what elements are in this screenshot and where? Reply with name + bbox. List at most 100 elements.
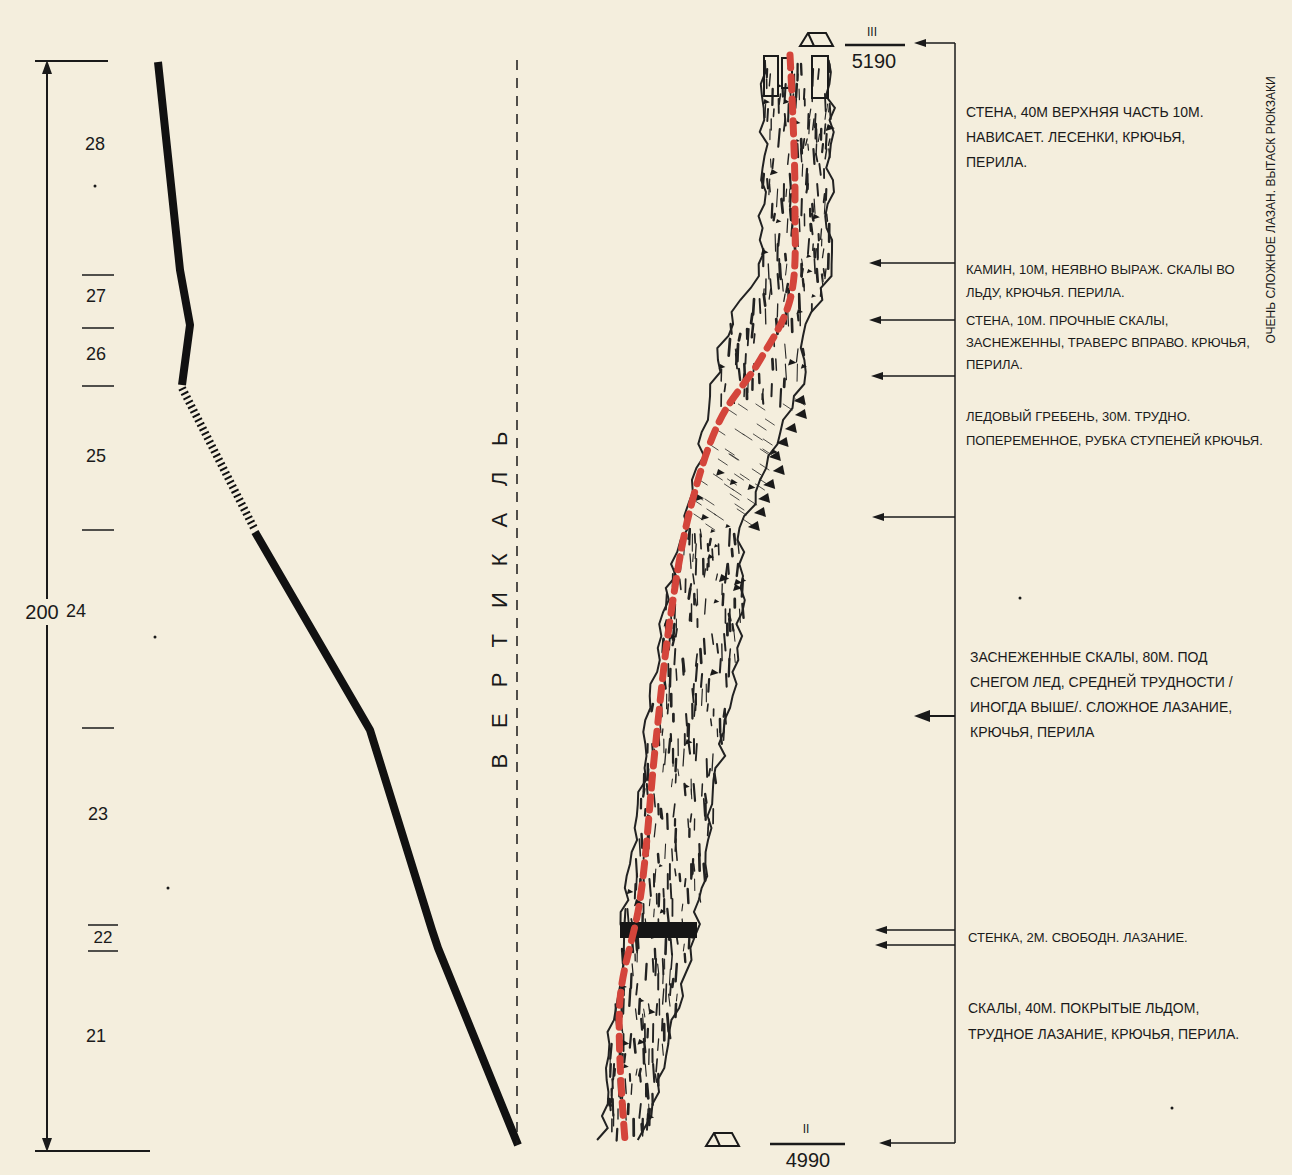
pitch-note: КАМИН, 10М, НЕЯВНО ВЫРАЖ. СКАЛЫ ВО ЛЬДУ,… <box>966 258 1252 304</box>
rock-hatch <box>701 689 703 705</box>
rock-hatch <box>683 944 685 951</box>
camp-altitude: 5190 <box>852 50 897 72</box>
rock-hatch <box>824 124 827 134</box>
dot <box>94 185 97 188</box>
rock-hatch <box>802 269 803 276</box>
rock-shadow <box>707 554 714 559</box>
rock-hatch <box>654 949 657 959</box>
rock-hatch <box>769 129 770 140</box>
rock-hatch <box>776 244 778 261</box>
rock-hatch <box>711 549 713 560</box>
rock-hatch <box>704 804 707 820</box>
rock-hatch <box>706 684 707 702</box>
rock-hatch <box>702 559 705 574</box>
rock-hatch <box>680 579 681 589</box>
side-note: ОЧЕНЬ СЛОЖНОЕ ЛАЗАН. ВЫТАСК РЮКЗАКИ <box>1265 76 1278 343</box>
rock-hatch <box>763 174 764 188</box>
rock-hatch <box>733 599 736 607</box>
rock-hatch <box>714 514 723 520</box>
rock-hatch <box>694 879 695 891</box>
section-tick <box>82 385 114 387</box>
rock-hatch <box>827 104 828 112</box>
rock-hatch <box>803 284 805 291</box>
rock-hatch <box>691 604 692 621</box>
rock-hatch <box>800 149 802 162</box>
rock-hatch <box>800 264 803 277</box>
rock-hatch <box>674 869 677 876</box>
rock-hatch <box>637 949 638 962</box>
rock-hatch <box>770 119 771 130</box>
rock-hatch <box>652 959 655 972</box>
rock-hatch <box>808 119 810 134</box>
rock-hatch <box>783 404 792 410</box>
rock-hatch <box>657 1039 659 1050</box>
rock-shadow <box>714 599 720 603</box>
rock-hatch <box>751 314 752 323</box>
tent-symbol <box>706 1133 739 1146</box>
arrow-head <box>875 941 887 949</box>
rock-hatch <box>649 879 650 896</box>
rock-hatch <box>804 99 806 106</box>
rock-hatch <box>649 899 651 906</box>
rock-hatch <box>773 109 775 116</box>
rock-hatch <box>712 634 713 644</box>
rock-hatch <box>640 1019 643 1030</box>
rock-hatch <box>675 774 677 783</box>
rock-hatch <box>798 89 799 100</box>
rock-hatch <box>671 849 673 861</box>
rock-shadow <box>716 469 725 476</box>
rock-hatch <box>689 744 690 754</box>
rock-hatch <box>690 814 691 822</box>
rock-hatch <box>699 649 703 663</box>
rock-hatch <box>806 184 807 192</box>
rock-hatch <box>751 379 754 390</box>
rock-hatch <box>783 184 785 201</box>
pitch-note: ЛЕДОВЫЙ ГРЕБЕНЬ, 30М. ТРУДНО. ПОПЕРЕМЕНН… <box>966 405 1266 453</box>
rock-hatch <box>609 1064 612 1077</box>
rock-hatch <box>777 189 778 207</box>
rock-hatch <box>730 494 739 500</box>
pointer-arrow <box>879 929 955 931</box>
rock-hatch <box>808 239 809 254</box>
rock-hatch <box>647 744 649 753</box>
rock-hatch <box>753 434 762 440</box>
rock-hatch <box>642 1124 644 1136</box>
rock-hatch <box>662 1044 664 1055</box>
rock-hatch <box>735 504 744 510</box>
rock-hatch <box>775 234 777 251</box>
rock-hatch <box>803 139 804 148</box>
rock-hatch <box>629 1074 631 1081</box>
rock-hatch <box>643 904 645 914</box>
section-tick <box>82 727 114 729</box>
ice-ridge-mark <box>748 521 760 531</box>
rock-hatch <box>711 754 713 771</box>
rock-shadow <box>714 544 719 548</box>
rock-hatch <box>639 1074 642 1082</box>
rock-hatch <box>821 274 822 286</box>
rock-hatch <box>724 634 725 650</box>
rock-hatch <box>634 954 636 961</box>
rock-hatch <box>698 854 701 871</box>
rock-hatch <box>651 1094 654 1105</box>
ice-ridge-mark <box>754 507 766 517</box>
rock-hatch <box>769 289 770 299</box>
pointer-arrow <box>873 319 955 321</box>
rock-hatch <box>684 579 686 592</box>
rock-hatch <box>694 784 695 801</box>
rock-hatch <box>811 304 813 311</box>
rock-hatch <box>742 604 743 618</box>
vertical-label: ВЕРТИКАЛЬ <box>488 405 512 794</box>
rock-hatch <box>784 119 785 131</box>
rock-hatch <box>771 204 774 218</box>
rock-hatch <box>671 779 673 787</box>
rock-hatch <box>770 159 772 167</box>
rock-hatch <box>693 739 695 754</box>
rock-hatch <box>710 719 712 726</box>
rock-hatch <box>820 129 823 140</box>
rock-hatch <box>634 1039 635 1053</box>
arrow-head <box>872 513 884 521</box>
rock-hatch <box>822 274 824 282</box>
rock-hatch <box>822 249 823 258</box>
rock-hatch <box>672 979 673 987</box>
